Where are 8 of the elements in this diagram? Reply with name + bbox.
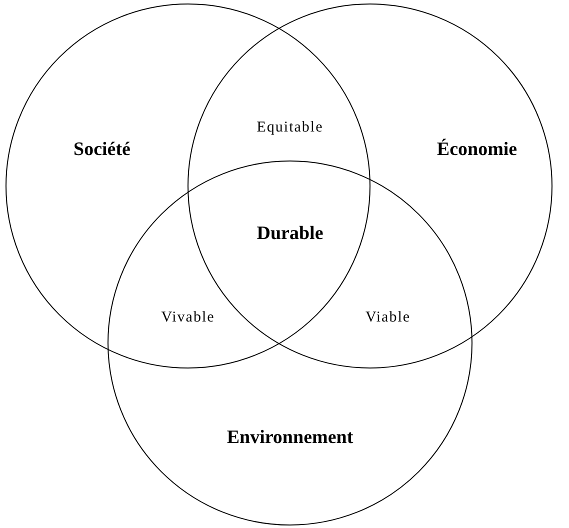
overlap-label: Viable [365, 310, 411, 326]
overlap-label: Durable [256, 223, 324, 245]
set-circle [107, 160, 473, 526]
overlap-label: Vivable [161, 310, 215, 326]
overlap-label: Equitable [256, 120, 324, 136]
set-label: Économie [436, 139, 518, 161]
set-label: Environnement [226, 427, 354, 449]
set-label: Société [74, 139, 130, 161]
